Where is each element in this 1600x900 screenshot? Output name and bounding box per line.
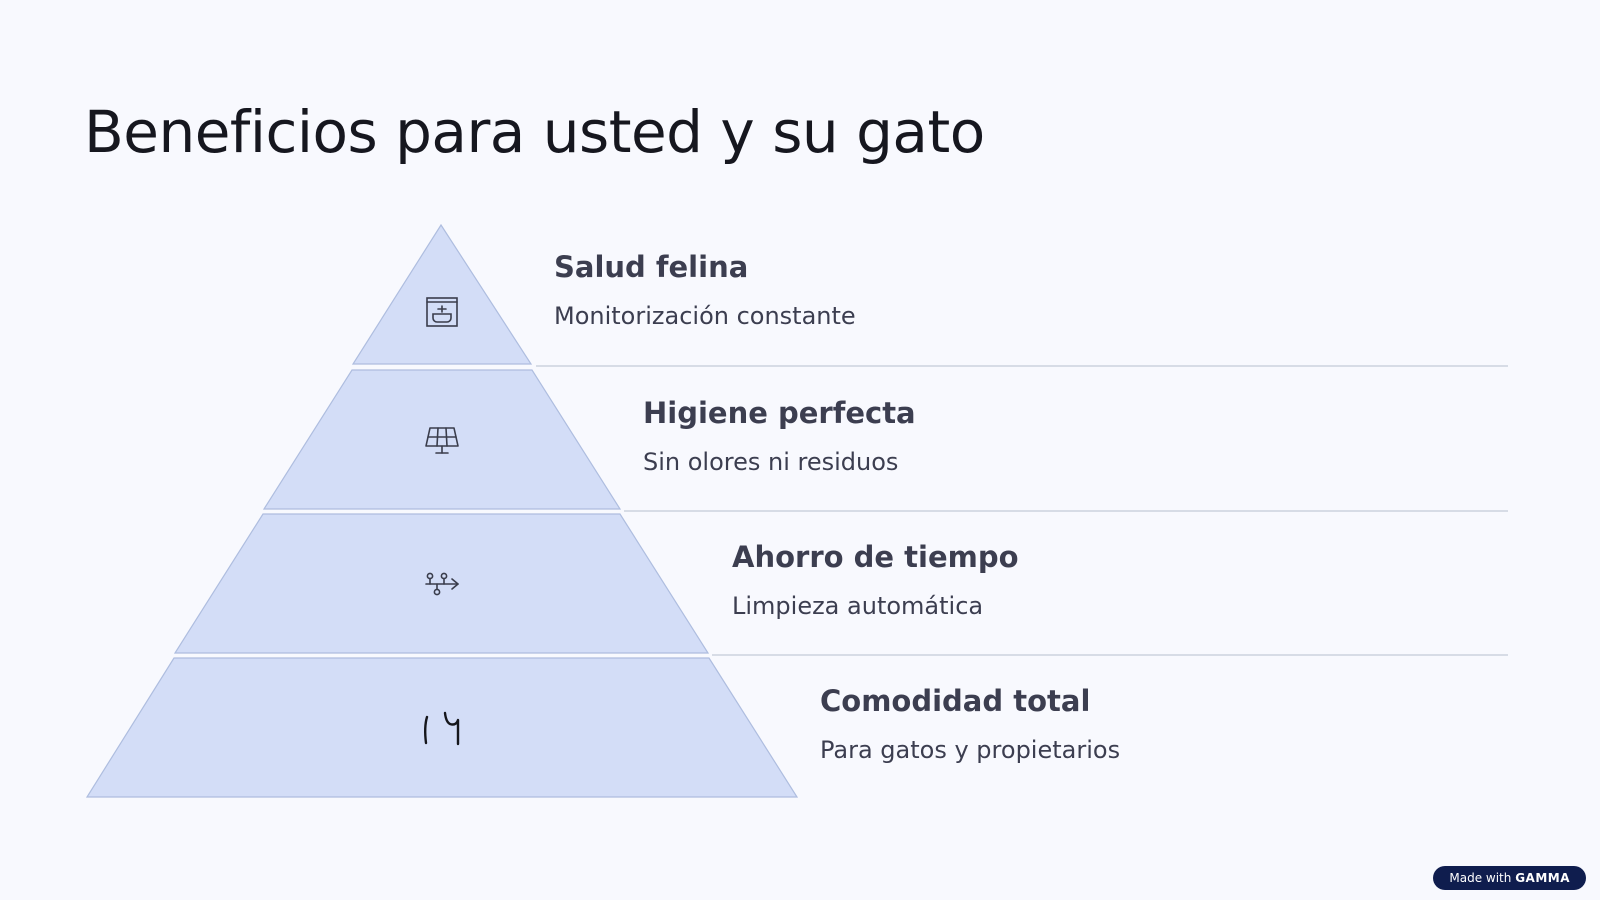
badge-brand: GAMMA (1515, 871, 1570, 885)
tier-1-description: Monitorización constante (554, 302, 856, 330)
tier-1-title: Salud felina (554, 250, 749, 284)
tier-3-description: Limpieza automática (732, 592, 984, 620)
slide-title: Beneficios para usted y su gato (84, 98, 985, 166)
tier-1-text: Salud felina Monitorización constante (554, 250, 856, 330)
pet-monitor-icon (426, 297, 458, 327)
pyramid-tier-2-shape (262, 369, 622, 510)
tier-4-text: Comodidad total Para gatos y propietario… (820, 684, 1120, 764)
tier-2-text: Higiene perfecta Sin olores ni residuos (643, 396, 916, 476)
tier-2-description: Sin olores ni residuos (643, 448, 899, 476)
tier-2-title: Higiene perfecta (643, 396, 916, 430)
tier-4-description: Para gatos y propietarios (820, 736, 1121, 764)
made-with-gamma-badge[interactable]: Made with GAMMA (1433, 866, 1586, 890)
number-glyph-icon (424, 711, 460, 746)
tier-3-text: Ahorro de tiempo Limpieza automática (732, 540, 1019, 620)
solar-panel-icon (425, 427, 459, 454)
badge-prefix: Made with (1449, 871, 1512, 885)
pyramid-tier-1-shape (351, 223, 533, 365)
tier-3-title: Ahorro de tiempo (732, 540, 1019, 574)
tier-4-title: Comodidad total (820, 684, 1091, 718)
pyramid-tier-4-shape (85, 657, 799, 798)
workflow-arrow-icon (425, 572, 459, 596)
